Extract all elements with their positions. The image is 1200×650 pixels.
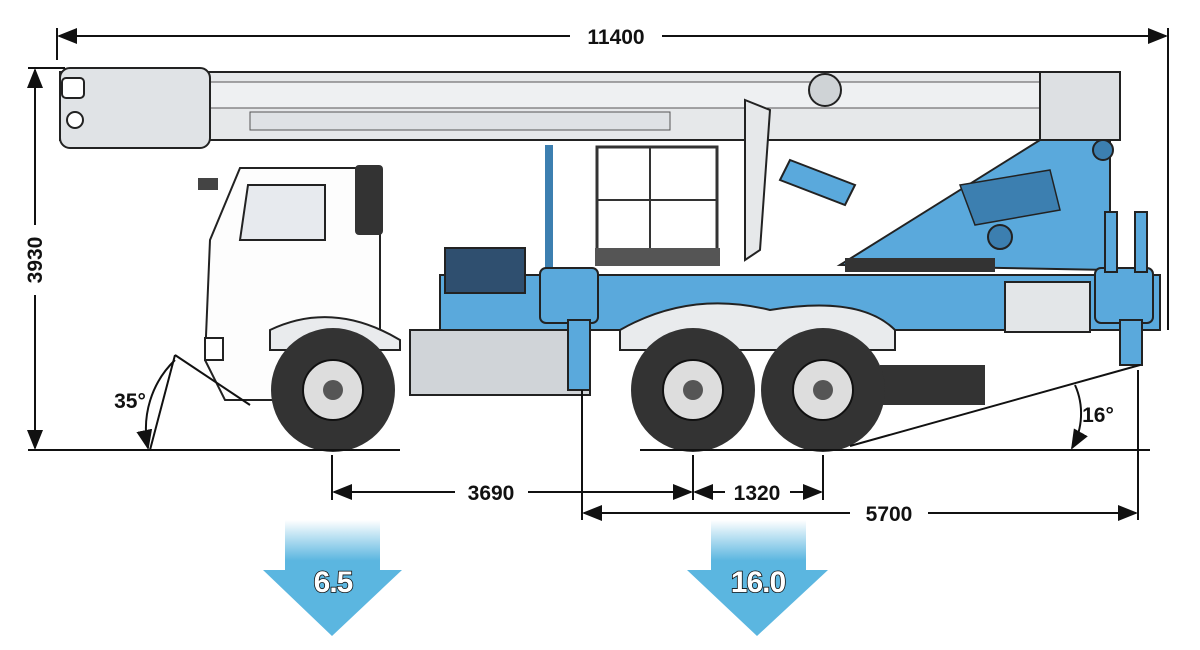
departure-angle: 16° [640,364,1150,451]
front-axle-load-arrow: 6.5 [263,520,402,636]
rear-axle-spacing-label: 1320 [734,482,781,505]
wheelbase-label: 3690 [468,482,515,505]
overall-length-label: 11400 [587,26,644,49]
turret [778,139,1114,272]
departure-angle-label: 16° [1082,404,1114,427]
outrigger-span-label: 5700 [866,503,913,526]
approach-angle: 35° [114,354,251,451]
work-basket [545,98,772,275]
dimension-overall-length: 11400 [56,26,1169,330]
dimension-outrigger-span: 5700 [581,370,1139,526]
rear-axle-load-arrow: 16.0 [687,520,828,636]
front-axle-load-label: 6.5 [314,566,353,599]
chassis [409,211,1161,405]
rear-axle-load-label: 16.0 [731,566,786,599]
dimension-overall-height: 3930 [24,67,400,451]
truck-illustration [59,67,1161,452]
front-wheel [271,328,395,452]
rear-wheel-2 [761,328,885,452]
telescopic-boom [59,67,1121,149]
overall-height-label: 3930 [24,237,47,284]
approach-angle-label: 35° [114,390,146,413]
dimension-wheelbase: 3690 1320 [331,455,824,505]
rear-wheel-1 [631,328,755,452]
